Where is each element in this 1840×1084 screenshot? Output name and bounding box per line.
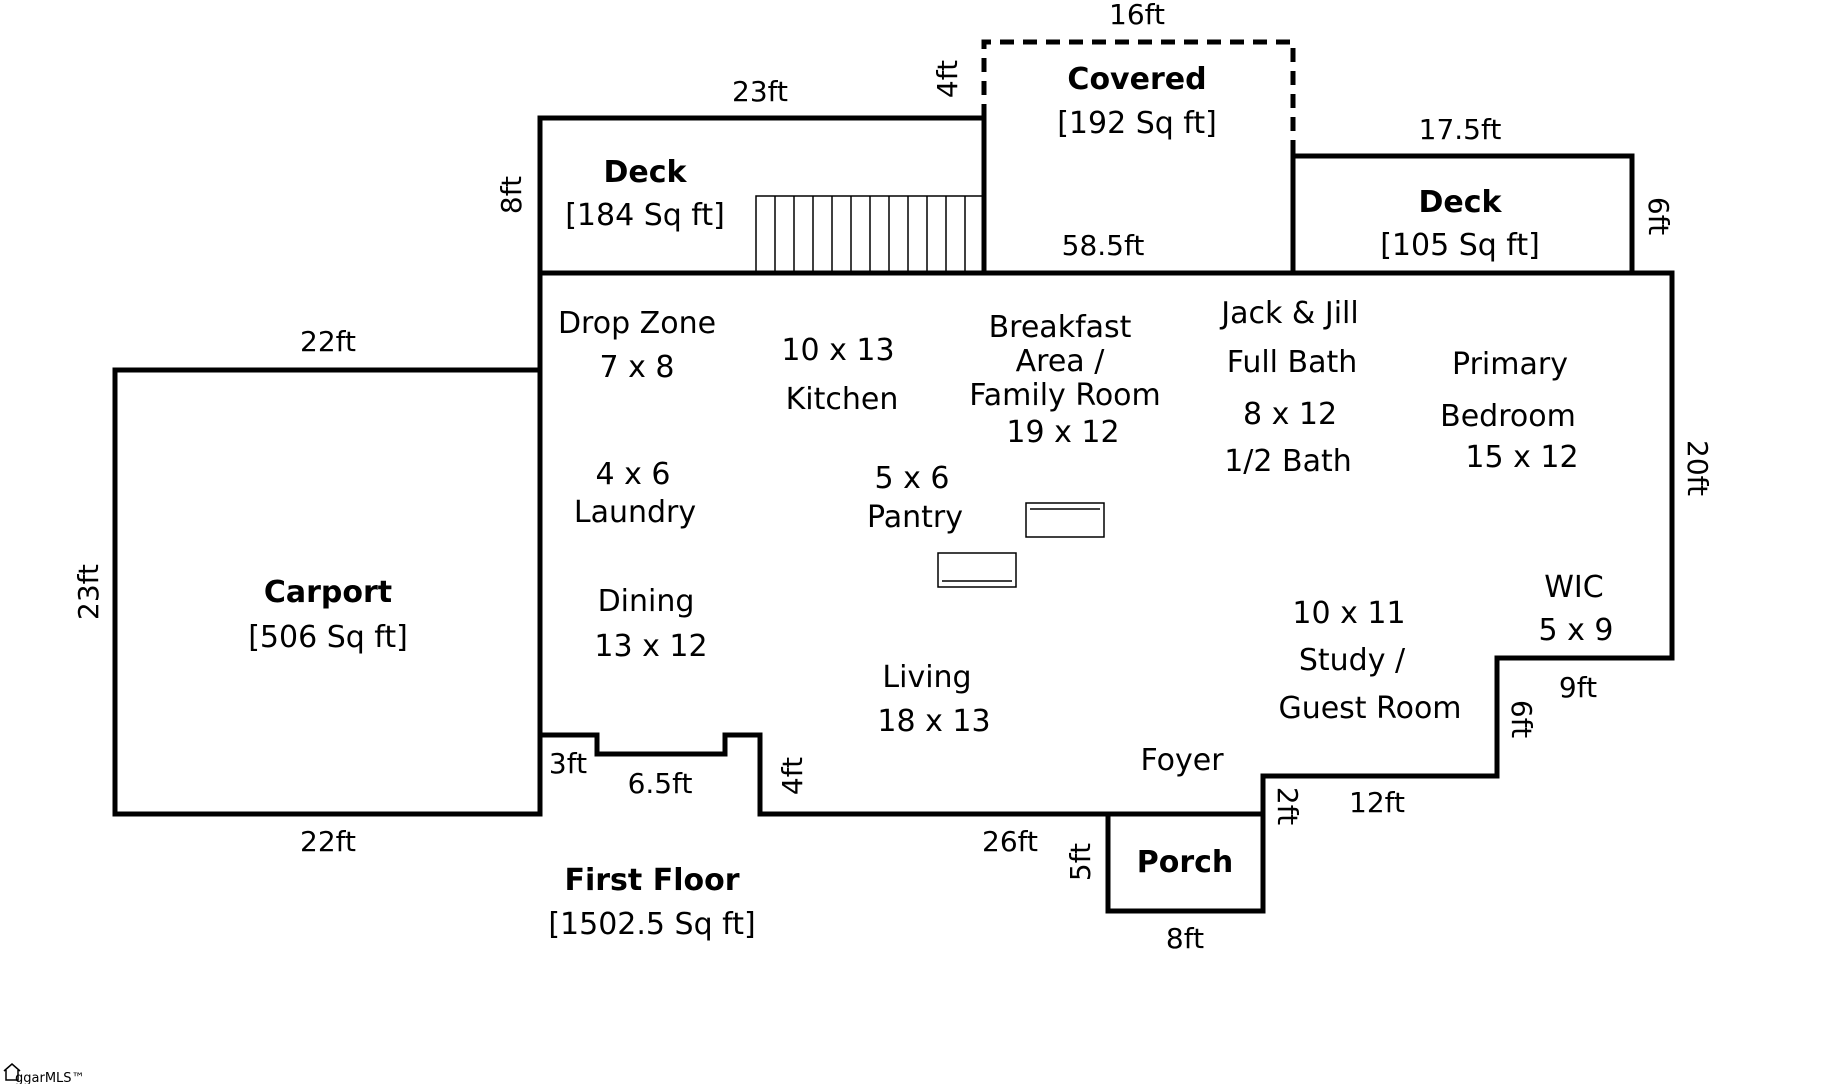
primary-line2: Bedroom (1440, 399, 1576, 434)
pantry-size: 5 x 6 (875, 461, 950, 496)
study-size: 10 x 11 (1292, 596, 1405, 631)
dim-deck-left-top: 23ft (732, 75, 788, 108)
primary-size: 15 x 12 (1465, 440, 1578, 475)
dim-study-front: 12ft (1349, 786, 1405, 819)
breakfast-line1: Breakfast (989, 310, 1132, 345)
drop-zone-label: Drop Zone (558, 306, 716, 341)
wic-label: WIC (1544, 570, 1603, 605)
study-line1: Study / (1299, 643, 1406, 678)
dim-house-back: 58.5ft (1062, 229, 1145, 262)
mls-watermark-text: ggarMLS™ (15, 1071, 85, 1084)
dining-size: 13 x 12 (594, 629, 707, 664)
dim-carport-side: 23ft (72, 564, 105, 620)
breakfast-size: 19 x 12 (1006, 415, 1119, 450)
wic-size: 5 x 9 (1539, 613, 1614, 648)
first-floor-label: First Floor (564, 863, 739, 898)
dim-front-wall: 26ft (982, 825, 1038, 858)
dim-deck-right-side: 6ft (1642, 197, 1675, 235)
house-outline (537, 270, 1675, 817)
deck-right-area: [105 Sq ft] (1380, 228, 1540, 263)
dim-covered-top: 16ft (1109, 0, 1165, 31)
first-floor-area: [1502.5 Sq ft] (548, 907, 755, 942)
dim-notch-depth: 3ft (549, 747, 587, 780)
deck-left-area: [184 Sq ft] (565, 198, 725, 233)
jack-jill-line1: Jack & Jill (1219, 296, 1358, 331)
dim-deck-left-side: 8ft (495, 176, 528, 214)
dim-carport-top: 22ft (300, 325, 356, 358)
dim-covered-side: 4ft (931, 60, 964, 98)
breakfast-line3: Family Room (969, 378, 1161, 413)
deck-left-label: Deck (604, 155, 688, 190)
dim-carport-bottom: 22ft (300, 825, 356, 858)
house-icon (3, 1063, 21, 1081)
deck-right-label: Deck (1419, 185, 1503, 220)
laundry-size: 4 x 6 (596, 457, 671, 492)
covered-area: [192 Sq ft] (1057, 106, 1217, 141)
breakfast-line2: Area / (1016, 344, 1106, 379)
mls-watermark: ggarMLS™ (3, 1063, 85, 1084)
carport-label: Carport (264, 575, 392, 610)
covered-label: Covered (1067, 62, 1206, 97)
pantry-label: Pantry (867, 500, 963, 535)
foyer-label: Foyer (1140, 743, 1224, 778)
living-size: 18 x 13 (877, 704, 990, 739)
study-line2: Guest Room (1278, 691, 1461, 726)
counter-fixture-upper (1025, 502, 1105, 538)
drop-zone-size: 7 x 8 (600, 350, 675, 385)
porch-outline (1105, 814, 1266, 914)
deck-right-outline (1290, 153, 1635, 273)
dim-porch-side: 5ft (1064, 843, 1097, 881)
jack-jill-size: 8 x 12 (1243, 397, 1337, 432)
dim-notch-width: 6.5ft (628, 767, 693, 800)
jack-jill-line2: Full Bath (1227, 345, 1358, 380)
porch-label: Porch (1137, 845, 1234, 880)
dim-porch-right: 2ft (1271, 787, 1304, 825)
dining-label: Dining (598, 584, 695, 619)
dim-wic-front: 9ft (1559, 671, 1597, 704)
primary-line1: Primary (1452, 347, 1568, 382)
deck-stairs (755, 195, 985, 274)
kitchen-label: Kitchen (786, 382, 899, 417)
dim-porch-width: 8ft (1166, 922, 1204, 955)
half-bath-label: 1/2 Bath (1224, 444, 1352, 479)
laundry-label: Laundry (574, 495, 696, 530)
dim-step-front: 4ft (776, 757, 809, 795)
dim-house-right: 20ft (1681, 440, 1714, 496)
carport-area: [506 Sq ft] (248, 620, 408, 655)
covered-outline (981, 39, 1296, 156)
living-label: Living (882, 660, 971, 695)
dim-study-side: 6ft (1505, 700, 1538, 738)
counter-fixture-lower (937, 552, 1017, 588)
dim-deck-right-top: 17.5ft (1419, 113, 1502, 146)
kitchen-size: 10 x 13 (781, 333, 894, 368)
